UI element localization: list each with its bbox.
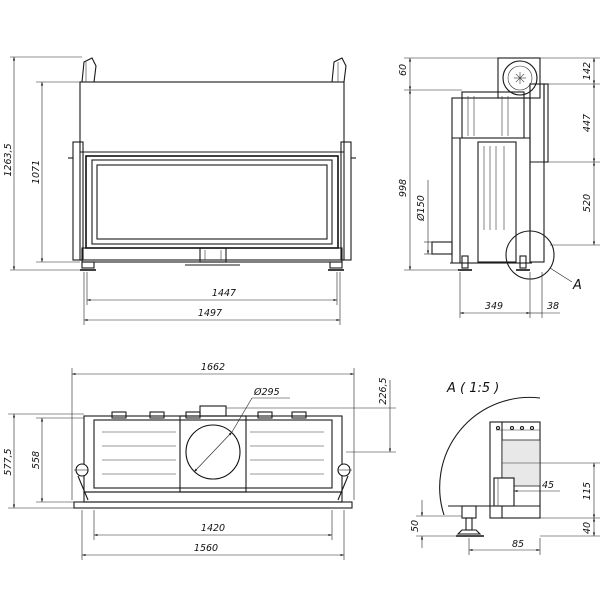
dim-top-1560: 1560 (194, 543, 218, 554)
dim-detail-115: 115 (582, 482, 593, 500)
fan-icon (514, 72, 526, 84)
dim-detail-85: 85 (512, 539, 524, 550)
front-glass (96, 164, 328, 240)
front-view: 1263,5 1071 1447 1497 (3, 56, 356, 325)
dim-front-height-body: 1071 (31, 160, 42, 184)
front-handle-right (331, 57, 347, 83)
side-view: A 60 998 Ø150 142 447 520 349 38 (398, 57, 600, 318)
dim-top-dia: Ø295 (253, 387, 280, 398)
dim-top-1662: 1662 (201, 362, 225, 373)
front-air-control (199, 247, 227, 263)
side-body (451, 97, 531, 264)
dim-top-depth: 558 (31, 451, 42, 469)
detail-foot (465, 517, 473, 531)
dim-top-1420: 1420 (201, 523, 225, 534)
dim-front-width-outer: 1497 (198, 308, 222, 319)
top-door-front (73, 501, 353, 509)
air-intake-pipe (431, 241, 453, 255)
dim-side-142: 142 (582, 62, 593, 80)
detail-air-pipe (493, 477, 515, 507)
dim-detail-50: 50 (410, 520, 421, 532)
front-door-frame (85, 155, 339, 249)
front-handle-left (81, 57, 97, 83)
detail-a-view: A ( 1:5 ) 45 115 40 (410, 381, 600, 555)
dim-side-520: 520 (582, 194, 593, 212)
dim-detail-40: 40 (582, 522, 593, 534)
top-view: 1662 Ø295 226,5 577,5 558 1420 1560 (3, 362, 396, 560)
front-body-outline (79, 81, 345, 261)
dim-top-depth-total: 577,5 (3, 448, 14, 475)
dim-detail-45: 45 (542, 480, 554, 491)
dim-front-width-inner: 1447 (212, 288, 236, 299)
dim-side-flue-dia: Ø150 (416, 195, 427, 222)
dim-front-height-total: 1263,5 (3, 143, 14, 176)
dim-side-447: 447 (582, 114, 593, 132)
detail-boundary (439, 396, 541, 516)
dim-side-top-offset: 60 (398, 64, 409, 76)
dim-side-349: 349 (485, 301, 503, 312)
detail-title: A ( 1:5 ) (446, 381, 499, 396)
dim-side-height: 998 (398, 179, 409, 197)
dim-top-offset: 226,5 (378, 377, 389, 404)
detail-a-label: A (572, 278, 582, 293)
dim-side-38: 38 (547, 301, 559, 312)
